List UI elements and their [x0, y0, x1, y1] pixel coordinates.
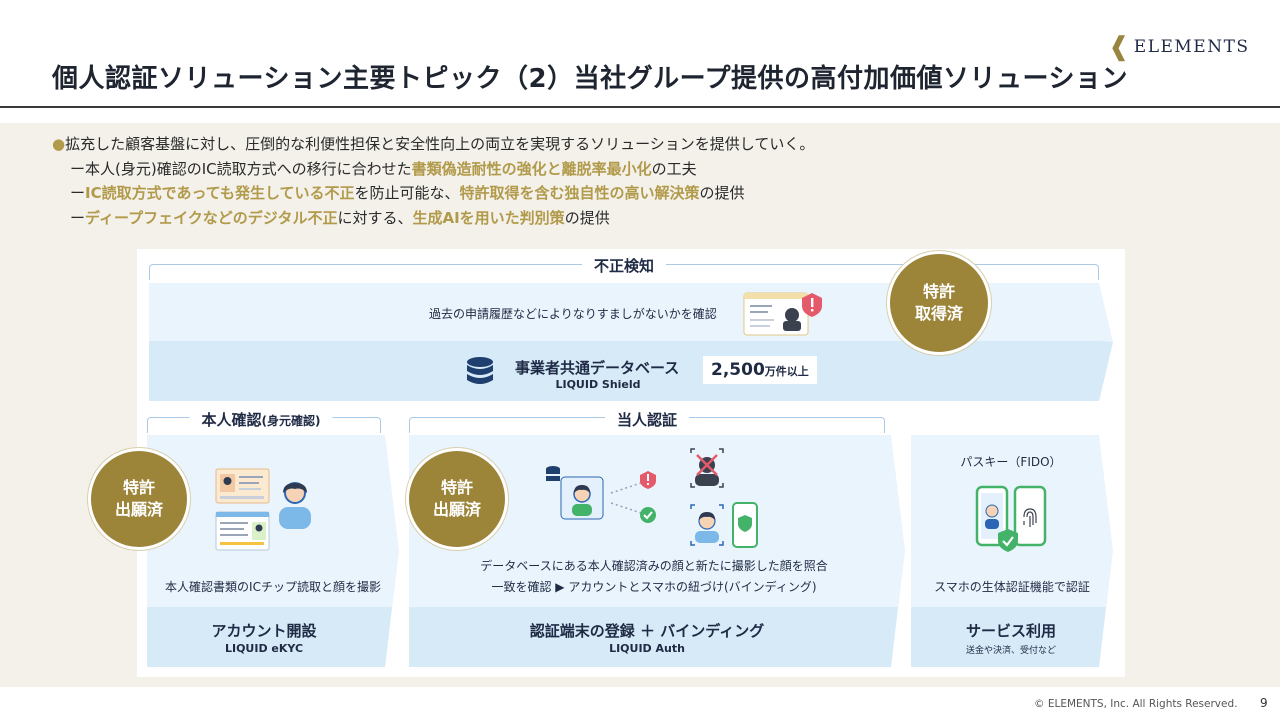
- database-product: LIQUID Shield: [555, 378, 641, 391]
- solution-diagram: 不正検知 過去の申請履歴などによりなりすましがないかを確認 事業者共通データベー…: [88, 249, 1125, 677]
- bullet-sub-1-prefix: ー本人(身元)確認のIC読取方式への移行に合わせた: [70, 159, 412, 178]
- identity-step: アカウント開設: [211, 622, 317, 640]
- page-title: 個人認証ソリューション主要トピック（2）当社グループ提供の高付加価値ソリューショ…: [52, 64, 1128, 94]
- authentication-label: 当人認証: [604, 409, 690, 430]
- copyright: © ELEMENTS, Inc. All Rights Reserved.: [1034, 698, 1238, 710]
- authentication-chevron: [409, 435, 905, 667]
- bullet-main: ●拡充した顧客基盤に対し、圧倒的な利便性担保と安全性向上の両立を実現するソリュー…: [52, 132, 814, 157]
- patent-auth-line1: 特許: [440, 478, 473, 497]
- bullet-sub-2-highlight-2: 特許取得を含む独自性の高い解決策: [459, 184, 700, 202]
- identity-product: LIQUID eKYC: [224, 642, 304, 655]
- authentication-description-2: 一致を確認 ▶ アカウントとスマホの紐づけ(バインディング): [491, 580, 817, 594]
- database-count-badge: 2,500万件以上: [703, 356, 817, 384]
- patent-pending-badge-auth: 特許 出願済: [406, 448, 508, 550]
- badge-number: 2,500: [711, 360, 765, 380]
- patent-granted-line2: 取得済: [914, 304, 963, 323]
- bullet-sub-3-highlight-2: 生成AIを用いた判別策: [412, 208, 565, 227]
- logo-mark-icon: ❰: [1108, 32, 1130, 62]
- bullet-sub-3-highlight-1: ディープフェイクなどのデジタル不正: [85, 208, 338, 227]
- fraud-label: 不正検知: [581, 255, 667, 276]
- genuine-face-icon: [690, 504, 724, 546]
- bullet-list: ●拡充した顧客基盤に対し、圧倒的な利便性担保と安全性向上の両立を実現するソリュー…: [52, 132, 814, 230]
- bullet-main-text: 拡充した顧客基盤に対し、圧倒的な利便性担保と安全性向上の両立を実現するソリューシ…: [65, 135, 815, 153]
- bullet-sub-3: ーディープフェイクなどのデジタル不正に対する、生成AIを用いた判別策の提供: [52, 206, 814, 231]
- badge-unit: 万件以上: [764, 365, 809, 378]
- authentication-product: LIQUID Auth: [609, 642, 685, 655]
- bullet-sub-2-prefix: ー: [70, 184, 86, 202]
- id-documents-icon: [215, 468, 270, 551]
- page-number: 9: [1260, 696, 1268, 710]
- identity-label-main: 本人確認: [201, 411, 262, 429]
- patent-identity-line1: 特許: [122, 478, 155, 497]
- patent-granted-line1: 特許: [922, 282, 955, 301]
- identity-chevron: [147, 435, 399, 667]
- patent-pending-badge-identity: 特許 出願済: [88, 448, 190, 550]
- deepfake-face-icon: [690, 448, 724, 488]
- bullet-sub-3-suffix: の提供: [564, 208, 610, 227]
- identity-label: 本人確認(身元確認): [189, 409, 333, 430]
- bullet-sub-2: ーIC読取方式であっても発生している不正を防止可能な、特許取得を含む独自性の高い…: [52, 181, 814, 206]
- impostor-id-card-icon: [743, 292, 822, 336]
- fraud-detection-chevron: [149, 283, 1113, 401]
- title-divider: [0, 106, 1280, 108]
- bullet-sub-3-middle: に対する、: [337, 208, 413, 227]
- person-icon: [279, 482, 311, 529]
- passkey-title: パスキー（FIDO）: [960, 455, 1062, 469]
- patent-identity-line2: 出願済: [114, 500, 163, 519]
- service-description: スマホの生体認証機能で認証: [934, 580, 1090, 594]
- service-chevron: [911, 435, 1113, 667]
- fraud-description: 過去の申請履歴などによりなりすましがないかを確認: [429, 307, 717, 321]
- bullet-sub-2-suffix: の提供: [699, 184, 745, 202]
- logo-text: ELEMENTS: [1133, 37, 1250, 57]
- database-icon: [467, 357, 493, 384]
- patent-granted-badge: 特許 取得済: [887, 251, 991, 355]
- bullet-sub-1-highlight: 書類偽造耐性の強化と離脱率最小化: [411, 159, 652, 178]
- patent-auth-line2: 出願済: [432, 500, 481, 519]
- face-matching-illustration: [546, 448, 758, 548]
- bullet-sub-3-prefix: ー: [70, 208, 86, 227]
- service-step: サービス利用: [965, 622, 1057, 640]
- identity-description: 本人確認書類のICチップ読取と顔を撮影: [165, 580, 381, 594]
- elements-logo: ❰ ELEMENTS: [1108, 34, 1250, 60]
- service-sub: 送金や決済、受付など: [965, 646, 1057, 656]
- database-title: 事業者共通データベース: [515, 359, 680, 377]
- bullet-sub-2-middle: を防止可能な、: [354, 184, 460, 202]
- passkey-phones-icon: [975, 485, 1047, 552]
- bullet-sub-2-highlight-1: IC読取方式であっても発生している不正: [85, 184, 355, 202]
- bullet-sub-1: ー本人(身元)確認のIC読取方式への移行に合わせた書類偽造耐性の強化と離脱率最小…: [52, 157, 814, 182]
- identity-label-small: (身元確認): [261, 414, 321, 428]
- authentication-step: 認証端末の登録 ＋ バインディング: [529, 622, 765, 640]
- authentication-description-1: データベースにある本人確認済みの顔と新たに撮影した顔を照合: [480, 559, 828, 573]
- bullet-dot-icon: ●: [52, 135, 66, 153]
- bullet-sub-1-suffix: の工夫: [651, 159, 697, 178]
